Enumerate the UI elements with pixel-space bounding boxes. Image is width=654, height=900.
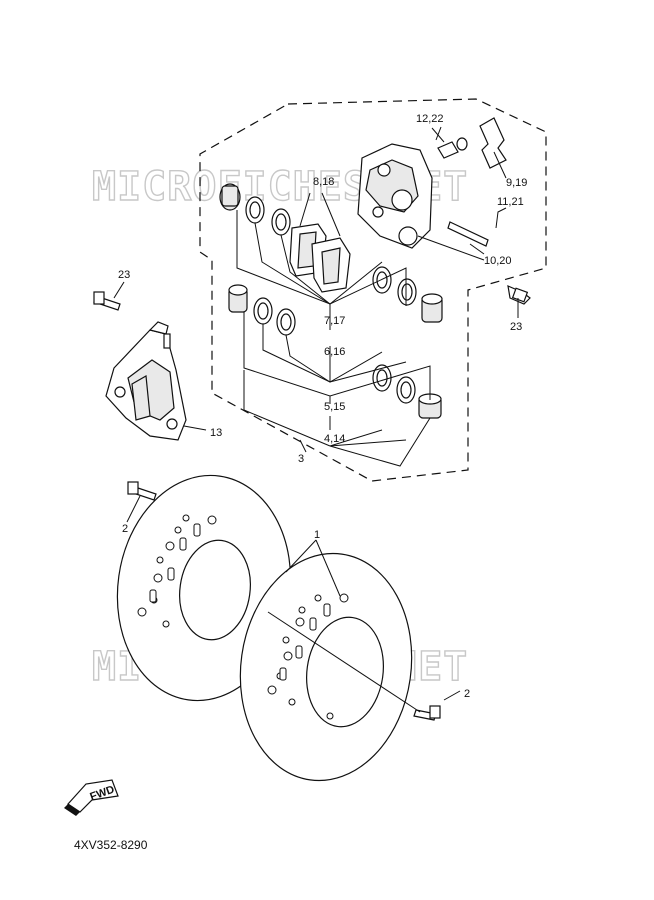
callout-11-21: 11,21 xyxy=(497,196,524,208)
callout-4-14: 4,14 xyxy=(324,433,345,445)
seal-ring-f-inner xyxy=(280,313,292,331)
piston-right-upper-top xyxy=(421,293,443,305)
caliper-body-kit xyxy=(357,143,433,249)
piston-upper-body xyxy=(221,185,239,207)
disc-bolt-lower xyxy=(413,705,441,721)
callout-13: 13 xyxy=(210,427,222,439)
pad-spring xyxy=(479,117,507,169)
seal-ring-d-inner xyxy=(401,283,413,301)
brake-pad-2-lining xyxy=(321,247,341,285)
callout-23-right: 23 xyxy=(510,321,522,333)
callout-12-22: 12,22 xyxy=(416,113,444,125)
disc-bolt-upper xyxy=(127,481,157,501)
seal-ring-g-inner xyxy=(376,369,388,387)
callout-9-19: 9,19 xyxy=(506,177,527,189)
callout-2-upper: 2 xyxy=(122,523,128,535)
callout-23-left: 23 xyxy=(118,269,130,281)
seal-ring-a-inner xyxy=(249,201,261,219)
callout-5-15: 5,15 xyxy=(324,401,345,413)
diagram-code: 4XV352-8290 xyxy=(74,838,148,852)
callout-1: 1 xyxy=(314,529,320,541)
fwd-arrow-icon: FWD xyxy=(64,779,119,816)
brake-disc-right xyxy=(239,552,413,782)
callout-6-16: 6,16 xyxy=(324,346,345,358)
callout-2-lower: 2 xyxy=(464,688,470,700)
seal-ring-b-inner xyxy=(275,213,287,231)
callout-7-17: 7,17 xyxy=(324,315,345,327)
bolt-23-right xyxy=(507,285,531,305)
piston-lower-top xyxy=(228,284,248,296)
leader-lines-callouts xyxy=(113,126,519,713)
bolt-23-left xyxy=(93,291,121,311)
seal-group-upper xyxy=(219,183,443,323)
kit-enclosure-dashed xyxy=(199,98,547,482)
bleed-screw xyxy=(437,137,468,159)
leader-lines-seals xyxy=(236,210,431,467)
callout-3: 3 xyxy=(298,453,304,465)
pad-pin xyxy=(447,221,489,247)
seal-ring-e-inner xyxy=(257,302,269,320)
caliper-assembly xyxy=(105,321,187,441)
callout-10-20: 10,20 xyxy=(484,255,512,267)
brake-pads xyxy=(289,223,351,293)
seal-ring-c-inner xyxy=(376,271,388,289)
callout-8-18: 8,18 xyxy=(313,176,334,188)
seal-ring-h-inner xyxy=(400,381,412,399)
